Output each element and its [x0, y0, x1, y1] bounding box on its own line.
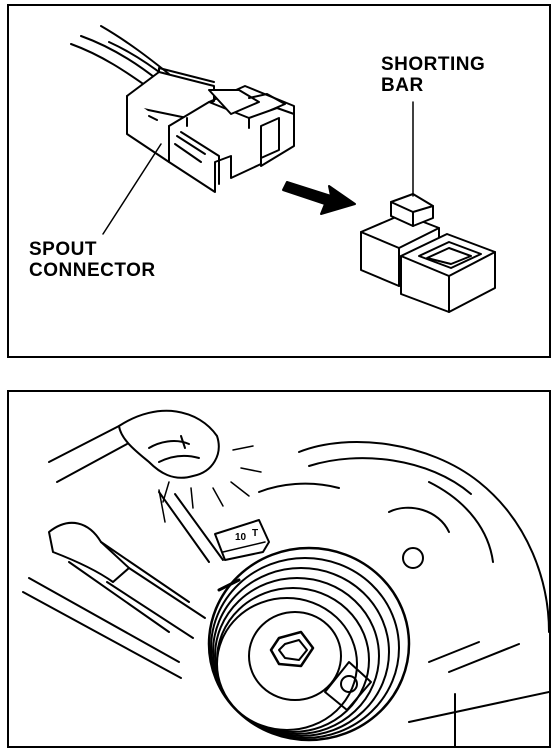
timing-light — [48, 409, 220, 483]
timing-illustration-panel: 10 T — [7, 390, 551, 748]
shorting-bar — [360, 193, 496, 313]
engine-bracket — [22, 491, 224, 679]
engine-block — [258, 441, 549, 746]
timing-mark-10: 10 — [235, 532, 247, 543]
crankshaft-pulley — [207, 546, 411, 742]
direction-arrow — [282, 181, 356, 215]
timing-scale — [214, 519, 270, 561]
spout-connector — [126, 67, 295, 193]
spout-leader-line — [102, 143, 162, 235]
timing-mark-t: T — [252, 528, 259, 539]
connector-drawing — [70, 25, 496, 313]
timing-drawing — [22, 409, 549, 746]
